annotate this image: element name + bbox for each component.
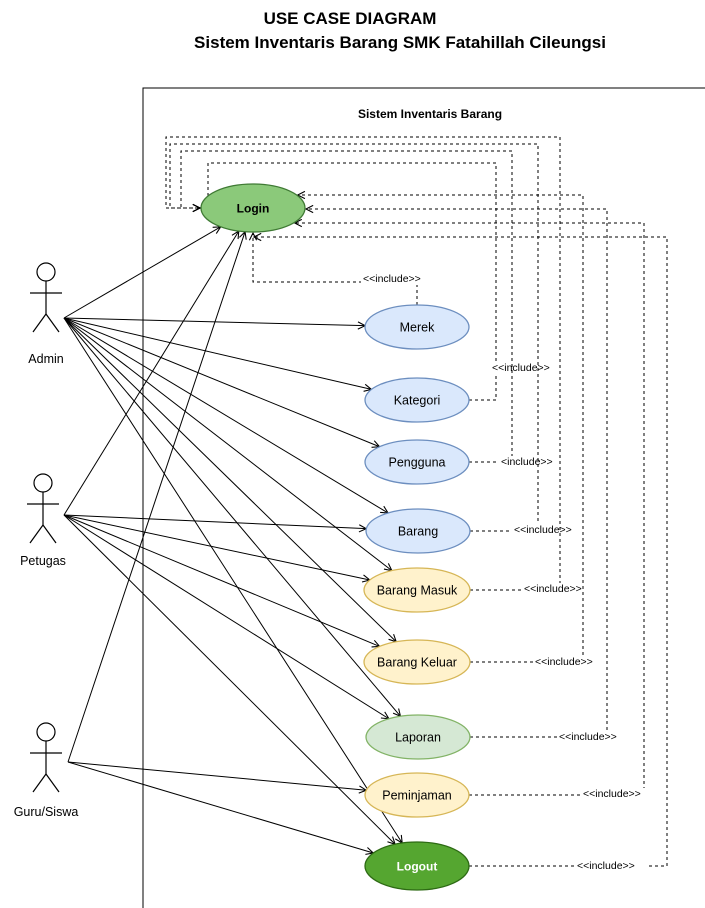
system-name: Sistem Inventaris Barang [358, 107, 502, 121]
actor-label: Guru/Siswa [14, 805, 79, 819]
include-label-bg [575, 860, 647, 872]
use-case-shape [365, 508, 471, 554]
use-case-label: Barang Masuk [377, 584, 458, 598]
use-case-shape [364, 439, 470, 485]
association-guru-peminjaman [67, 761, 366, 790]
use-case-shape [364, 304, 470, 350]
include-merek-login [253, 233, 418, 305]
use-case-label: Barang [398, 525, 438, 539]
use-case-logout: Logout [364, 841, 470, 891]
use-case-shape [363, 639, 471, 685]
association-lines [63, 227, 402, 853]
include-peminjaman-login [295, 223, 645, 796]
use-case-shape [364, 377, 470, 423]
actor-admin: Admin [28, 262, 64, 366]
diagram-title: USE CASE DIAGRAM [263, 9, 437, 28]
use-case-login: Login [200, 183, 306, 233]
include-label-barang_masuk: <<include>> [524, 583, 582, 595]
use-case-label: Barang Keluar [377, 656, 457, 670]
include-label-bg [490, 362, 562, 374]
association-admin-barang_keluar [63, 317, 396, 642]
use-case-label: Login [237, 202, 270, 216]
actor-head [36, 722, 56, 742]
include-label-bg [361, 273, 433, 285]
association-petugas-barang_keluar [63, 514, 380, 646]
use-case-label: Laporan [395, 731, 441, 745]
use-case-laporan: Laporan [365, 714, 471, 760]
association-petugas-laporan [63, 514, 389, 719]
include-label-bg [512, 524, 584, 536]
actor-head [33, 473, 53, 493]
include-label-logout: <<include>> [577, 860, 635, 872]
actor-head [36, 262, 56, 282]
actor-label: Admin [28, 352, 63, 366]
use-case-label: Merek [400, 321, 435, 335]
use-case-shape [365, 714, 471, 760]
association-petugas-logout [63, 514, 395, 844]
association-admin-login [63, 227, 221, 319]
association-admin-pengguna [63, 317, 380, 447]
association-petugas-barang [63, 514, 366, 529]
include-barang_keluar-login [298, 195, 584, 663]
use-case-shape [200, 183, 306, 233]
association-admin-kategori [63, 317, 371, 389]
use-case-barang-masuk: Barang Masuk [363, 567, 471, 613]
include-label-bg [581, 788, 653, 800]
association-guru-login [67, 232, 245, 763]
include-label-peminjaman: <<include>> [583, 788, 641, 800]
include-label-bg [533, 656, 605, 668]
include-label-barang: <<include>> [514, 524, 572, 536]
use-case-shape [364, 841, 470, 891]
include-label-bg [499, 456, 564, 468]
use-case-label: Peminjaman [382, 789, 452, 803]
include-label-bg [522, 583, 594, 595]
use-case-shape [364, 772, 470, 818]
association-petugas-barang_masuk [63, 514, 370, 580]
association-admin-laporan [63, 317, 400, 716]
use-case-barang: Barang [365, 508, 471, 554]
include-relations: <<include>> <<include>> <include>> <<includ… [165, 136, 668, 872]
use-case-label: Pengguna [388, 456, 445, 470]
include-kategori-login [200, 162, 497, 401]
use-case-label: Kategori [394, 394, 441, 408]
include-label-laporan: <<include>> [559, 731, 617, 743]
include-laporan-login [306, 209, 608, 738]
actor-petugas: Petugas [20, 473, 66, 568]
use-case-barang-keluar: Barang Keluar [363, 639, 471, 685]
include-label-pengguna: <include>> [501, 456, 553, 468]
include-label-kategori: <<include>> [492, 362, 550, 374]
include-label-bg [557, 731, 629, 743]
use-case-shape [363, 567, 471, 613]
use-case-merek: Merek [364, 304, 470, 350]
actor-guru: Guru/Siswa [14, 722, 79, 819]
association-admin-barang [63, 317, 388, 513]
actor-label: Petugas [20, 554, 66, 568]
use-case-peminjaman: Peminjaman [364, 772, 470, 818]
association-petugas-login [63, 231, 239, 516]
association-guru-logout [67, 761, 373, 853]
include-label-barang_keluar: <<include>> [535, 656, 593, 668]
use-case-kategori: Kategori [364, 377, 470, 423]
use-case-pengguna: Pengguna [364, 439, 470, 485]
association-admin-logout [63, 317, 402, 843]
association-admin-barang_masuk [63, 317, 392, 571]
include-logout-login [254, 237, 668, 867]
include-label-merek: <<include>> [363, 273, 421, 285]
use-case-label: Logout [397, 860, 438, 874]
system-boundary [142, 87, 705, 908]
diagram-subtitle: Sistem Inventaris Barang SMK Fatahillah … [194, 33, 606, 52]
